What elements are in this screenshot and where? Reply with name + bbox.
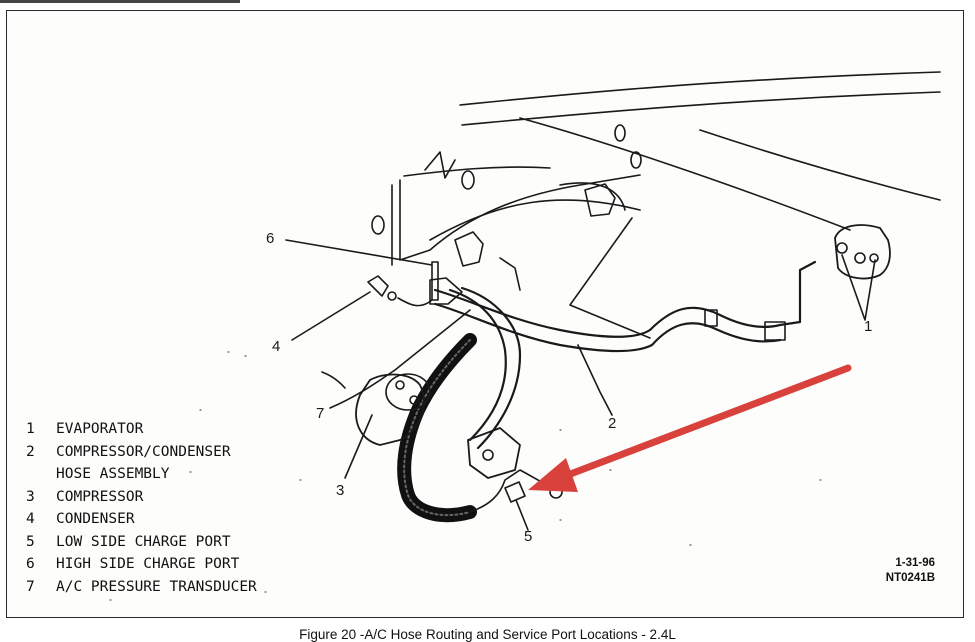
leader-line: [569, 217, 651, 339]
panel-hole: [371, 215, 385, 235]
red-arrow-head: [528, 458, 578, 492]
hose-assembly-2: [433, 260, 817, 338]
hose-clip: [454, 231, 484, 267]
red-arrow-shaft: [556, 364, 852, 482]
red-pointer-arrow: [528, 364, 852, 492]
condenser-fitting: [367, 275, 389, 297]
low-side-line: [469, 469, 556, 513]
legend-label: EVAPORATOR: [56, 421, 144, 437]
legend-number: 3: [26, 488, 35, 505]
legend-label: COMPRESSOR/CONDENSER: [56, 443, 231, 460]
wire-line: [559, 182, 626, 211]
evaporator-plate: [834, 224, 891, 280]
legend-number: 7: [26, 578, 35, 595]
compressor-face: [385, 373, 431, 411]
scan-noise: [109, 351, 822, 601]
body-panel-outline: [699, 129, 941, 201]
legend-row: 3 COMPRESSOR: [26, 486, 257, 509]
evaporator-port: [869, 253, 879, 263]
bracket-outline: [424, 151, 456, 179]
figure-date: 1-31-96: [895, 557, 935, 569]
leader-line: [577, 344, 613, 416]
leader-line: [499, 257, 521, 291]
high-side-port: [431, 261, 439, 301]
compressor-port: [409, 395, 419, 405]
low-side-port: [504, 481, 526, 503]
legend-row: 1 EVAPORATOR: [26, 418, 257, 441]
callout-7: 7: [316, 405, 325, 422]
condenser-nut: [387, 291, 397, 301]
compressor-wire: [321, 371, 346, 389]
parts-legend: 1 EVAPORATOR 2 COMPRESSOR/CONDENSER HOSE A…: [26, 418, 257, 598]
leader-line: [291, 291, 371, 341]
callout-1: 1: [864, 318, 873, 335]
legend-label: A/C PRESSURE TRANSDUCER: [56, 578, 257, 595]
body-panel-outline: [461, 91, 941, 126]
figure-caption: Figure 20 -A/C Hose Routing and Service …: [299, 627, 676, 642]
condenser-line: [397, 297, 433, 307]
suction-hose: [448, 288, 507, 442]
legend-label: COMPRESSOR: [56, 488, 144, 505]
legend-row: 4 CONDENSER: [26, 508, 257, 531]
legend-label: CONDENSER: [56, 511, 135, 527]
legend-number: 2: [26, 443, 35, 460]
leader-line: [515, 499, 529, 531]
hose-assembly-2: [433, 302, 782, 353]
panel-hole: [461, 170, 475, 190]
callout-6: 6: [266, 230, 275, 247]
discharge-hose: [403, 339, 471, 517]
callout-3: 3: [336, 482, 345, 499]
legend-number: 6: [26, 556, 35, 572]
legend-row: 2 COMPRESSOR/CONDENSER: [26, 441, 257, 464]
legend-label: LOW SIDE CHARGE PORT: [56, 533, 231, 550]
hose-fitting: [764, 321, 786, 341]
hose-clip: [584, 183, 616, 217]
compressor-port: [395, 380, 405, 390]
compressor-body: [355, 373, 425, 446]
legend-label: HIGH SIDE CHARGE PORT: [56, 556, 240, 572]
callout-5: 5: [524, 528, 533, 545]
manifold-block: [467, 427, 521, 479]
evaporator-port: [854, 252, 866, 264]
evaporator-port: [836, 242, 848, 254]
leader-line: [841, 254, 876, 321]
body-panel-outline: [459, 71, 941, 106]
legend-row: 5 LOW SIDE CHARGE PORT: [26, 531, 257, 554]
body-panel-outline: [519, 117, 851, 231]
callout-2: 2: [608, 415, 617, 432]
callout-4: 4: [272, 338, 281, 355]
figure-code: 1-31-96 NT0241B: [886, 556, 935, 586]
panel-hole: [614, 124, 626, 142]
diagram-frame: [6, 10, 964, 618]
legend-number: 5: [26, 533, 35, 550]
figure-id: NT0241B: [885, 572, 935, 584]
firewall-outline: [399, 174, 641, 261]
page-edge-line: [0, 0, 240, 3]
leader-line: [344, 414, 373, 479]
leader-line: [329, 309, 471, 409]
legend-row: HOSE ASSEMBLY: [26, 463, 257, 486]
legend-row: 6 HIGH SIDE CHARGE PORT: [26, 553, 257, 576]
legend-number: 1: [26, 421, 35, 437]
leader-line: [285, 239, 433, 266]
legend-row: 7 A/C PRESSURE TRANSDUCER: [26, 576, 257, 599]
manifold-bolt: [482, 449, 494, 461]
suction-hose: [460, 286, 522, 450]
wire-line: [429, 199, 641, 241]
legend-number: 4: [26, 511, 35, 527]
hose-fitting: [704, 309, 718, 327]
firewall-outline: [403, 166, 551, 177]
legend-label: HOSE ASSEMBLY: [56, 466, 170, 482]
panel-hole: [630, 151, 642, 169]
high-side-port-cap: [429, 277, 463, 305]
